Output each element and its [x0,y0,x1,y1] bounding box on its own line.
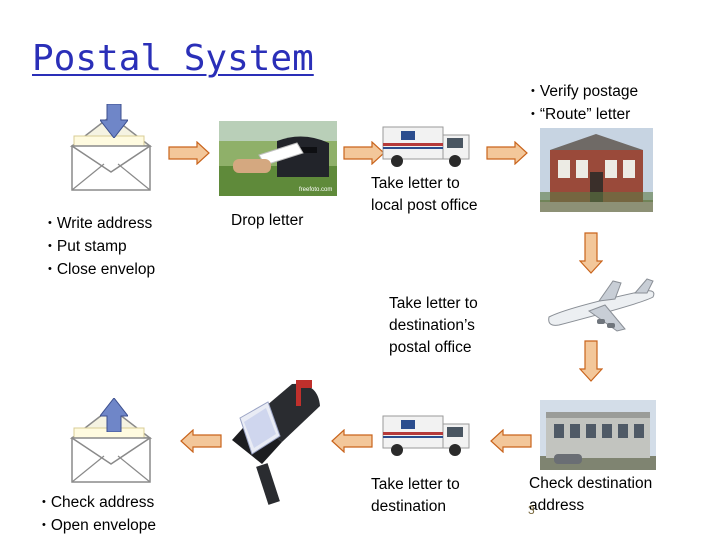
post-office-photo [540,128,653,212]
take-destination-office-label: Take letter to destination’s postal offi… [389,295,478,356]
list-item: Put stamp [48,235,155,258]
mail-truck-icon [382,415,470,456]
arrow-right-icon [168,141,210,165]
list-item: Close envelop [48,258,155,281]
list-item: Check address [42,491,156,514]
arrow-down-icon [579,232,603,274]
watermark: freefoto.com [299,187,332,193]
list-item: Open envelope [42,514,156,537]
list-item: Verify postage [531,80,638,103]
sender-bullets: Write address Put stamp Close envelop [48,212,155,281]
airplane-icon [548,278,655,332]
home-mailbox-icon [232,380,320,505]
take-local-label: Take letter to local post office [371,175,478,214]
mail-truck-icon [382,126,470,167]
drop-letter-label: Drop letter [231,212,304,229]
envelope-icon [69,115,153,191]
arrow-right-icon [343,141,385,165]
arrow-down-icon [579,340,603,382]
arrow-down-icon [100,104,128,138]
arrow-right-icon [486,141,528,165]
arrow-left-icon [490,429,532,453]
arrow-left-icon [180,429,222,453]
receiver-bullets: Check address Open envelope [42,491,156,537]
list-item: Write address [48,212,155,235]
arrow-left-icon [331,429,373,453]
destination-post-office-photo [540,400,656,470]
page-number: 3 [528,503,535,517]
page-title: Postal System [32,38,314,79]
list-item: “Route” letter [531,103,638,126]
mailbox-photo: freefoto.com [219,121,337,196]
post-office-bullets: Verify postage “Route” letter [531,80,638,126]
take-destination-label: Take letter to destination [371,476,460,515]
check-destination-label: Check destination address [529,475,653,514]
arrow-up-icon [100,398,128,432]
